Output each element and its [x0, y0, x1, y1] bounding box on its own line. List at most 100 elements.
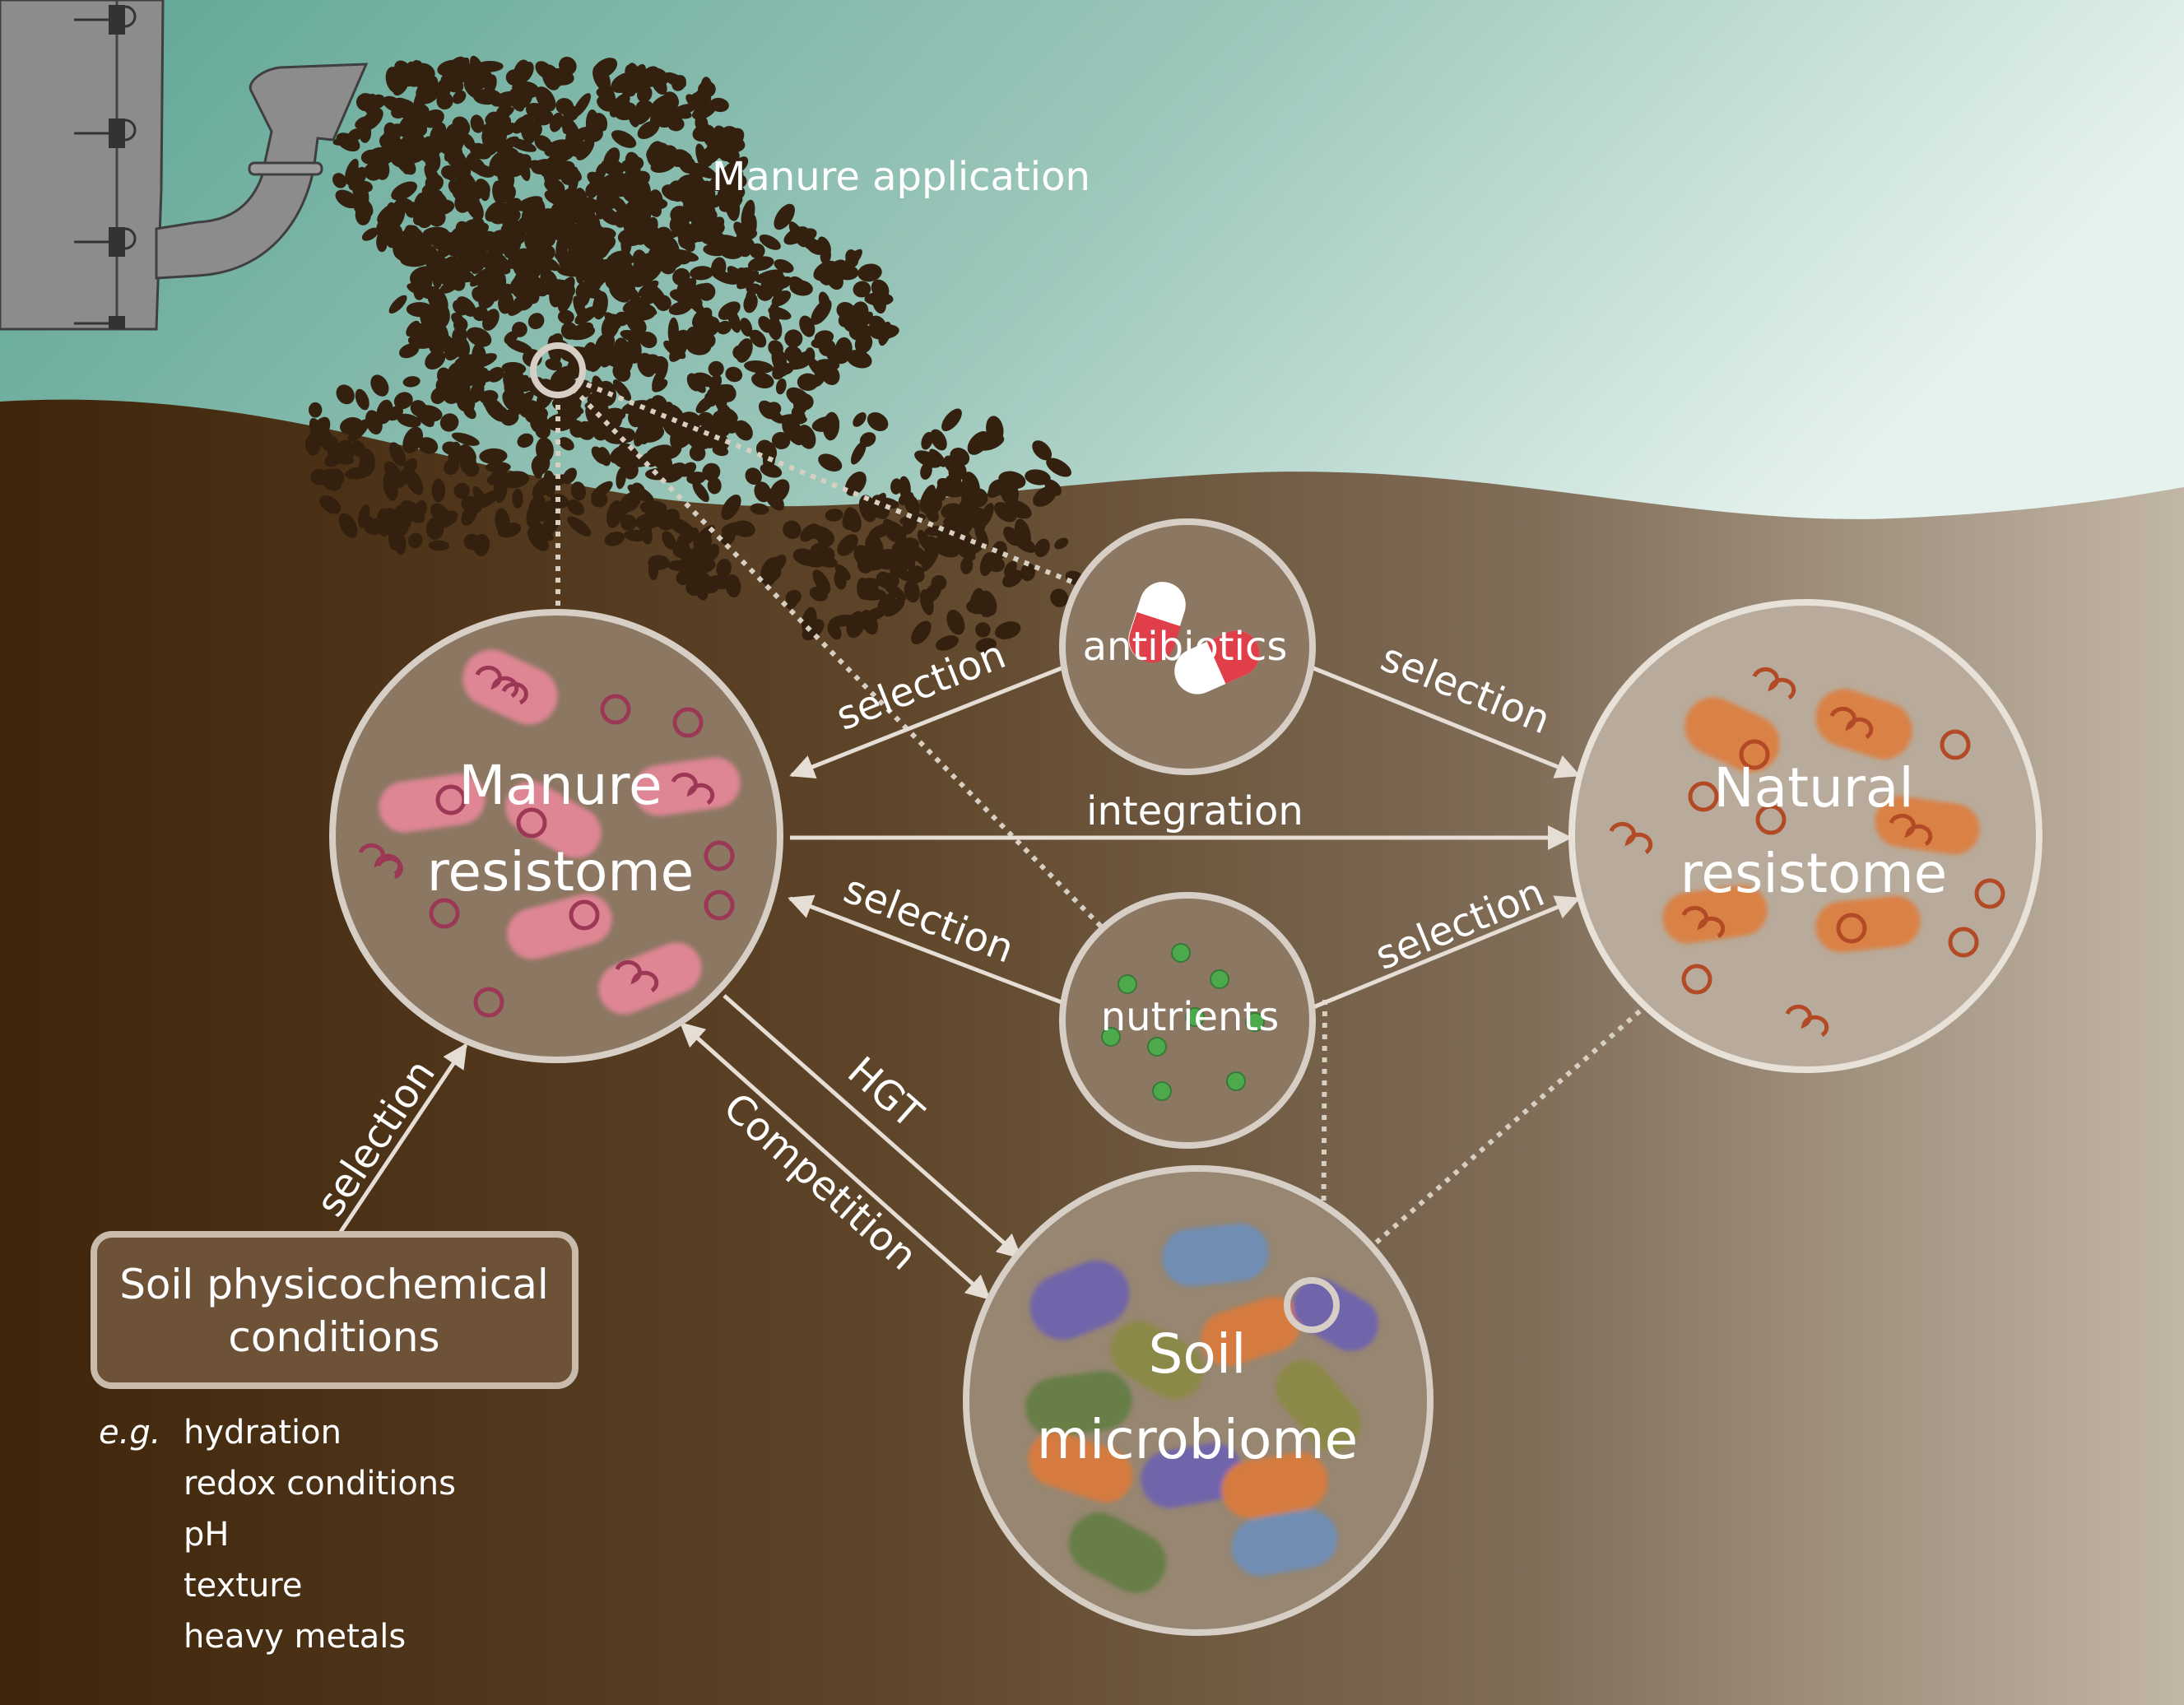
manure-particle	[500, 409, 519, 426]
manure-particle	[621, 303, 642, 322]
manure-particle	[702, 462, 721, 481]
manure-particle	[620, 514, 637, 531]
manure-particle	[995, 621, 1021, 639]
manure-particle	[946, 610, 965, 635]
manure-particle	[648, 555, 670, 570]
manure-particle	[632, 199, 658, 221]
manure-particle	[614, 337, 631, 362]
manure-particle	[393, 392, 413, 410]
manure-particle	[564, 255, 582, 273]
manure-particle	[802, 619, 825, 641]
manure-particle	[580, 225, 604, 246]
manure-particle	[496, 92, 514, 109]
manure-particle	[611, 130, 637, 148]
manure-particle	[543, 279, 569, 295]
manure-particle	[612, 210, 625, 225]
manure-particle	[430, 233, 450, 251]
manure-particle	[458, 64, 480, 81]
manure-particle	[663, 72, 686, 88]
manure-particle	[361, 227, 379, 241]
manure-particle	[370, 374, 389, 397]
manure-particle	[332, 173, 347, 188]
manure-particle	[786, 387, 811, 408]
manure-particle	[400, 499, 425, 523]
manure-particle	[492, 180, 506, 205]
manure-particle	[941, 408, 962, 432]
manure-particle	[834, 264, 859, 281]
manure-particle	[792, 548, 818, 566]
manure-particle	[736, 244, 750, 258]
manure-particle	[672, 224, 694, 236]
manure-particle	[425, 350, 446, 370]
manure-particle	[476, 60, 504, 72]
manure-particle	[809, 586, 829, 602]
manure-particle	[783, 520, 802, 539]
manure-particle	[692, 481, 709, 503]
manure-particle	[686, 555, 699, 580]
manure-particle	[567, 516, 592, 537]
manure-particle	[760, 561, 777, 587]
manure-particle	[745, 467, 762, 485]
manure-particle	[652, 379, 668, 393]
manure-particle	[601, 346, 618, 368]
manure-particle	[456, 164, 472, 179]
manure-particle	[725, 366, 743, 383]
manure-particle	[843, 507, 862, 532]
manure-particle	[820, 247, 831, 265]
soil-conditions-label-1: Soil physicochemical	[119, 1261, 549, 1308]
manure-particle	[398, 112, 421, 137]
manure-particle	[768, 317, 783, 341]
manure-particle	[387, 232, 411, 249]
manure-particle	[513, 295, 533, 311]
manure-particle	[418, 437, 439, 454]
soil-microbiome-label-2: microbiome	[1037, 1408, 1359, 1471]
manure-particle	[851, 301, 869, 323]
manure-particle	[604, 531, 625, 546]
manure-particle	[686, 337, 712, 355]
manure-particle	[546, 188, 567, 201]
manure-particle	[975, 622, 991, 638]
manure-particle	[719, 384, 737, 402]
manure-particle	[919, 484, 936, 512]
manure-particle	[768, 306, 792, 320]
manure-particle	[509, 138, 537, 152]
manure-particle	[848, 325, 871, 341]
manure-particle	[486, 472, 510, 485]
manure-particle	[826, 349, 849, 365]
manure-particle	[676, 282, 705, 299]
arrow-antibiotics-manure	[789, 666, 1062, 778]
manure-particle	[319, 495, 342, 514]
manure-particle	[857, 557, 874, 574]
manure-particle	[475, 179, 490, 196]
manure-particle	[690, 266, 714, 281]
manure-particle	[704, 392, 718, 407]
manure-particle	[473, 88, 502, 105]
pill-icon-2	[1174, 630, 1260, 695]
manure-particle	[869, 315, 887, 335]
manure-particle	[646, 444, 672, 459]
manure-particle	[583, 245, 602, 273]
manure-particle	[453, 482, 470, 499]
manure-particle	[627, 156, 644, 170]
manure-particle	[721, 494, 741, 520]
manure-particle	[718, 162, 737, 184]
manure-particle	[516, 196, 543, 211]
manure-particle	[520, 114, 537, 144]
manure-particle	[454, 254, 477, 270]
manure-particle	[656, 230, 673, 249]
manure-particle	[472, 216, 486, 233]
manure-particle	[986, 416, 1004, 444]
manure-particle	[625, 265, 649, 287]
manure-particle	[376, 231, 388, 253]
manure-particle	[527, 527, 549, 551]
manure-particle	[627, 484, 654, 503]
manure-particle	[554, 211, 579, 227]
manure-particle	[376, 216, 388, 236]
manure-particle	[423, 142, 442, 160]
manure-particle	[457, 393, 476, 412]
manure-particle	[511, 321, 527, 337]
manure-particle	[936, 481, 966, 498]
manure-particle	[950, 448, 970, 467]
manure-particle	[951, 520, 974, 539]
manure-particle	[904, 579, 920, 603]
